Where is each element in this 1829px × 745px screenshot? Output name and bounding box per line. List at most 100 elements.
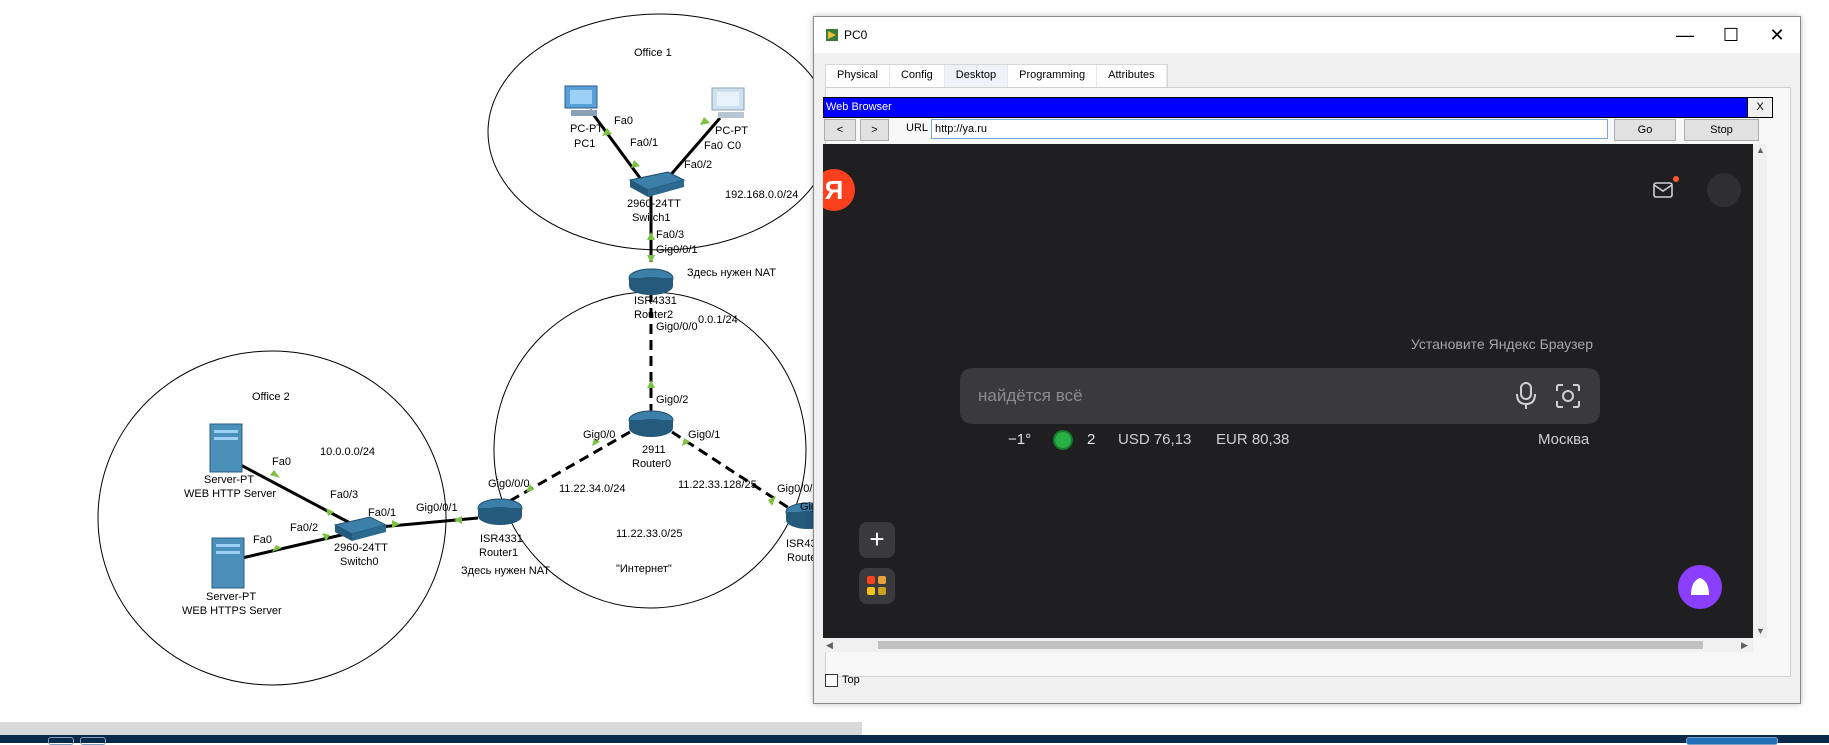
browser-vertical-scrollbar[interactable]: ▲ ▼ (1753, 144, 1767, 638)
window-titlebar[interactable]: PC0 — ☐ ✕ (814, 17, 1800, 53)
scroll-right-icon[interactable]: ▶ (1741, 640, 1748, 650)
router3-name-label: Route (787, 552, 816, 564)
router2-device[interactable] (628, 268, 674, 295)
traffic-level[interactable]: 2 (1087, 431, 1096, 448)
services-grid-icon (867, 576, 886, 595)
r2-g000-label: Gig0/0/0 (656, 321, 698, 333)
web-browser-title: Web Browser (826, 101, 892, 113)
sw0-fa03-label: Fa0/3 (330, 489, 358, 501)
scroll-up-icon[interactable]: ▲ (1756, 145, 1765, 155)
stop-button[interactable]: Stop (1684, 119, 1759, 141)
services-apps-button[interactable] (859, 568, 895, 604)
tab-desktop[interactable]: Desktop (944, 65, 1009, 90)
pc0-model-label: PC-PT (715, 125, 748, 137)
pc0-window: PC0 — ☐ ✕ Physical Config Desktop Progra… (813, 16, 1801, 704)
avatar[interactable] (1707, 173, 1741, 207)
window-tabs: Physical Config Desktop Programming Attr… (825, 64, 1168, 90)
taskbar-button[interactable] (1686, 737, 1778, 745)
add-widget-button[interactable]: + (859, 522, 895, 558)
weather-temperature[interactable]: −1° (1008, 431, 1032, 448)
router1-model-label: ISR4331 (480, 533, 523, 545)
traffic-icon[interactable] (1053, 430, 1073, 450)
switch1-device[interactable] (628, 171, 686, 197)
top-checkbox[interactable] (825, 674, 838, 687)
taskbar-button[interactable] (80, 737, 106, 745)
mail-icon[interactable] (1653, 182, 1673, 198)
install-browser-link[interactable]: Установите Яндекс Браузер (1410, 336, 1593, 352)
link-status-arrows (270, 117, 776, 552)
pc0-port-label: Fa0 (704, 140, 723, 152)
minimize-button[interactable]: — (1676, 24, 1694, 45)
r0-g00-label: Gig0/0 (583, 429, 615, 441)
router0-device[interactable] (628, 410, 674, 437)
microphone-icon[interactable] (1515, 382, 1537, 410)
scroll-left-icon[interactable]: ◀ (826, 640, 833, 650)
usd-rate[interactable]: USD 76,13 (1118, 431, 1192, 448)
switch0-model-label: 2960-24TT (334, 542, 388, 554)
switch0-device[interactable] (333, 516, 388, 541)
sw1-fa02-label: Fa0/2 (684, 159, 712, 171)
pc0-name-label: C0 (727, 140, 741, 152)
http-server-device[interactable] (209, 423, 243, 473)
maximize-button[interactable]: ☐ (1722, 24, 1740, 45)
sw1-fa03-label: Fa0/3 (656, 229, 684, 241)
eur-rate[interactable]: EUR 80,38 (1216, 431, 1290, 448)
window-title: PC0 (844, 28, 868, 42)
r1-g001-label: Gig0/0/1 (416, 502, 458, 514)
yandex-logo[interactable]: Я (823, 169, 855, 211)
close-button[interactable]: ✕ (1769, 24, 1785, 45)
tab-attributes[interactable]: Attributes (1097, 65, 1167, 87)
search-box[interactable]: найдётся всё (960, 368, 1600, 424)
switch1-name-label: Switch1 (632, 212, 671, 224)
r0-g02-label: Gig0/2 (656, 394, 688, 406)
r0-g01-label: Gig0/1 (688, 429, 720, 441)
web-browser-titlebar: Web Browser X (823, 97, 1773, 118)
r3-g-label: Gig (800, 501, 817, 513)
http-fa0-label: Fa0 (272, 456, 291, 468)
nat-note-router2: Здесь нужен NAT (687, 267, 776, 279)
office2-area (97, 350, 447, 686)
canvas-horizontal-scrollbar[interactable] (0, 722, 862, 735)
network-lan1-label: 192.168.0.0/24 (725, 189, 798, 201)
mail-notification-dot (1673, 176, 1679, 182)
router1-name-label: Router1 (479, 547, 518, 559)
scroll-down-icon[interactable]: ▼ (1756, 626, 1765, 636)
city-selector[interactable]: Москва (1538, 431, 1590, 448)
router3-model-label: ISR43 (786, 538, 817, 550)
router1-device[interactable] (477, 498, 523, 525)
network-r1-r0-label: 11.22.34.0/24 (559, 483, 625, 495)
horizontal-scroll-thumb[interactable] (878, 641, 1703, 649)
back-button[interactable]: < (824, 119, 856, 141)
router0-name-label: Router0 (632, 458, 671, 470)
https-server-name-label: WEB HTTPS Server (182, 605, 282, 617)
url-input[interactable]: http://ya.ru (931, 119, 1608, 139)
taskbar (0, 735, 1829, 745)
pc1-model-label: PC-PT (570, 123, 603, 135)
taskbar-button[interactable] (48, 737, 74, 745)
https-server-device[interactable] (211, 537, 245, 589)
browser-navbar: < > URL http://ya.ru Go Stop (823, 119, 1773, 141)
https-server-model-label: Server-PT (206, 591, 256, 603)
top-checkbox-label: Top (842, 674, 860, 686)
go-button[interactable]: Go (1614, 119, 1676, 141)
sw0-fa01-label: Fa0/1 (368, 507, 396, 519)
browser-horizontal-scrollbar[interactable]: ◀ ▶ (823, 638, 1753, 652)
switch1-model-label: 2960-24TT (627, 198, 681, 210)
office2-label: Office 2 (252, 391, 290, 403)
network-r0-r3-label: 11.22.33.128/25 (678, 479, 757, 491)
tab-programming[interactable]: Programming (1008, 65, 1098, 87)
sw1-fa01-label: Fa0/1 (630, 137, 658, 149)
network-r2-r0-label: 0.0.1/24 (698, 314, 738, 326)
browser-viewport: Я Установите Яндекс Браузер найдётся всё… (823, 144, 1753, 638)
camera-search-icon[interactable] (1555, 383, 1581, 409)
pc0-device[interactable] (711, 87, 745, 118)
tab-config[interactable]: Config (890, 65, 945, 87)
pc1-device[interactable] (564, 85, 598, 116)
alice-assistant-button[interactable] (1678, 565, 1722, 609)
sw0-fa02-label: Fa0/2 (290, 522, 318, 534)
web-browser-close-button[interactable]: X (1747, 98, 1772, 117)
tab-physical[interactable]: Physical (826, 65, 890, 87)
forward-button[interactable]: > (860, 119, 889, 141)
url-label: URL (906, 122, 929, 134)
